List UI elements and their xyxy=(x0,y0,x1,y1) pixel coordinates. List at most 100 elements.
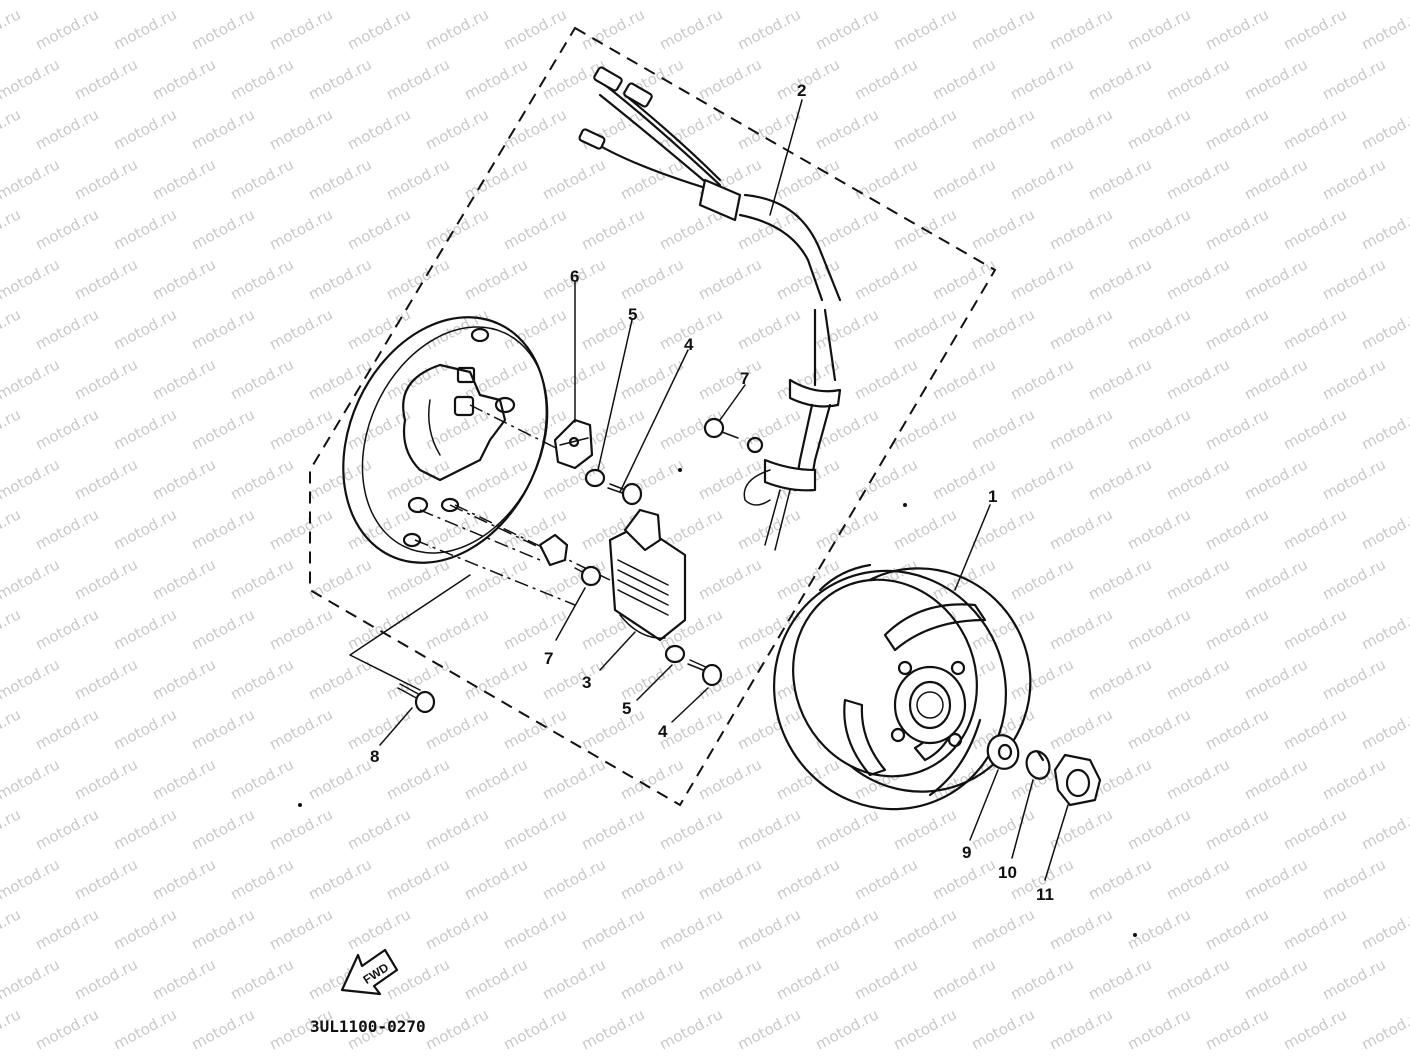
leader-3 xyxy=(599,631,636,671)
watermark-text: motod.ru xyxy=(422,5,491,53)
watermark-text: motod.ru xyxy=(149,255,218,303)
watermark-text: motod.ru xyxy=(1358,605,1410,653)
watermark-text: motod.ru xyxy=(0,505,24,553)
watermark-text: motod.ru xyxy=(500,5,569,53)
watermark-text: motod.ru xyxy=(71,455,140,503)
watermark-text: motod.ru xyxy=(188,1005,257,1053)
watermark-text: motod.ru xyxy=(1046,805,1115,853)
watermark-text: motod.ru xyxy=(968,905,1037,953)
watermark-text: motod.ru xyxy=(773,0,842,4)
watermark-text: motod.ru xyxy=(305,255,374,303)
watermark-text: motod.ru xyxy=(266,105,335,153)
watermark-text: motod.ru xyxy=(1007,955,1076,1003)
watermark-text: motod.ru xyxy=(110,205,179,253)
watermark-text: motod.ru xyxy=(71,855,140,903)
watermark-text: motod.ru xyxy=(1007,655,1076,703)
watermark-text: motod.ru xyxy=(1358,805,1410,853)
watermark-text: motod.ru xyxy=(500,1005,569,1053)
watermark-text: motod.ru xyxy=(344,905,413,953)
watermark-text: motod.ru xyxy=(1319,55,1388,103)
watermark-text: motod.ru xyxy=(266,905,335,953)
leader-7b xyxy=(555,587,586,641)
watermark-text: motod.ru xyxy=(968,1005,1037,1053)
watermark-text: motod.ru xyxy=(1163,455,1232,503)
watermark-text: motod.ru xyxy=(188,805,257,853)
watermark-text: motod.ru xyxy=(656,805,725,853)
watermark-text: motod.ru xyxy=(71,55,140,103)
watermark-text: motod.ru xyxy=(32,205,101,253)
watermark-text: motod.ru xyxy=(1007,555,1076,603)
watermark-text: motod.ru xyxy=(1319,355,1388,403)
callout-3: 3 xyxy=(582,673,591,692)
watermark-text: motod.ru xyxy=(1085,55,1154,103)
watermark-text: motod.ru xyxy=(734,805,803,853)
watermark-text: motod.ru xyxy=(1163,355,1232,403)
watermark-text: motod.ru xyxy=(383,255,452,303)
watermark-text: motod.ru xyxy=(851,55,920,103)
watermark-text: motod.ru xyxy=(812,205,881,253)
watermark-text: motod.ru xyxy=(110,1005,179,1053)
watermark-text: motod.ru xyxy=(500,905,569,953)
speck-2 xyxy=(298,803,302,807)
watermark-text: motod.ru xyxy=(695,455,764,503)
watermark-text: motod.ru xyxy=(110,605,179,653)
watermark-text: motod.ru xyxy=(1280,905,1349,953)
watermark-text: motod.ru xyxy=(110,705,179,753)
watermark-text: motod.ru xyxy=(1085,255,1154,303)
watermark-text: motod.ru xyxy=(1241,55,1310,103)
watermark-text: motod.ru xyxy=(1241,855,1310,903)
watermark-text: motod.ru xyxy=(1280,1005,1349,1053)
callout-1: 1 xyxy=(988,487,997,506)
watermark-text: motod.ru xyxy=(1124,805,1193,853)
watermark-text: motod.ru xyxy=(1319,955,1388,1003)
watermark-text: motod.ru xyxy=(383,0,452,4)
watermark-text: motod.ru xyxy=(32,305,101,353)
watermark-text: motod.ru xyxy=(1241,955,1310,1003)
watermark-text: motod.ru xyxy=(929,855,998,903)
stator-plate xyxy=(342,316,549,564)
leader-5b xyxy=(636,664,673,701)
watermark-text: motod.ru xyxy=(383,355,452,403)
watermark-text: motod.ru xyxy=(227,255,296,303)
watermark-text: motod.ru xyxy=(188,5,257,53)
callout-7b: 7 xyxy=(544,649,553,668)
watermark-text: motod.ru xyxy=(773,855,842,903)
watermark-text: motod.ru xyxy=(812,105,881,153)
speck-1 xyxy=(678,468,682,472)
watermark-text: motod.ru xyxy=(110,405,179,453)
watermark-text: motod.ru xyxy=(1358,905,1410,953)
watermark-text: motod.ru xyxy=(1280,705,1349,753)
watermark-text: motod.ru xyxy=(461,455,530,503)
watermark-text: motod.ru xyxy=(110,805,179,853)
watermark-text: motod.ru xyxy=(1046,1005,1115,1053)
watermark-text: motod.ru xyxy=(188,605,257,653)
watermark-text: motod.ru xyxy=(0,205,24,253)
watermark-text: motod.ru xyxy=(1358,5,1410,53)
watermark-text: motod.ru xyxy=(890,305,959,353)
watermark-text: motod.ru xyxy=(461,755,530,803)
watermark-text: motod.ru xyxy=(1085,955,1154,1003)
watermark-text: motod.ru xyxy=(71,255,140,303)
watermark-text: motod.ru xyxy=(1163,55,1232,103)
watermark-text: motod.ru xyxy=(968,205,1037,253)
watermark-text: motod.ru xyxy=(1241,455,1310,503)
watermark-text: motod.ru xyxy=(1241,555,1310,603)
watermark-text: motod.ru xyxy=(422,1005,491,1053)
watermark-text: motod.ru xyxy=(461,955,530,1003)
watermark-text: motod.ru xyxy=(500,305,569,353)
watermark-text: motod.ru xyxy=(149,955,218,1003)
watermark-text: motod.ru xyxy=(1007,55,1076,103)
watermark-text: motod.ru xyxy=(1202,305,1271,353)
watermark-text: motod.ru xyxy=(1241,155,1310,203)
watermark-text: motod.ru xyxy=(0,155,63,203)
watermark-text: motod.ru xyxy=(1124,305,1193,353)
watermark-text: motod.ru xyxy=(578,1005,647,1053)
watermark-text: motod.ru xyxy=(1280,305,1349,353)
watermark-text: motod.ru xyxy=(32,405,101,453)
leader-dashdot-5 xyxy=(454,504,611,581)
screw-lower xyxy=(687,659,723,687)
watermark-text: motod.ru xyxy=(71,655,140,703)
watermark-text: motod.ru xyxy=(383,855,452,903)
watermark-text: motod.ru xyxy=(578,705,647,753)
